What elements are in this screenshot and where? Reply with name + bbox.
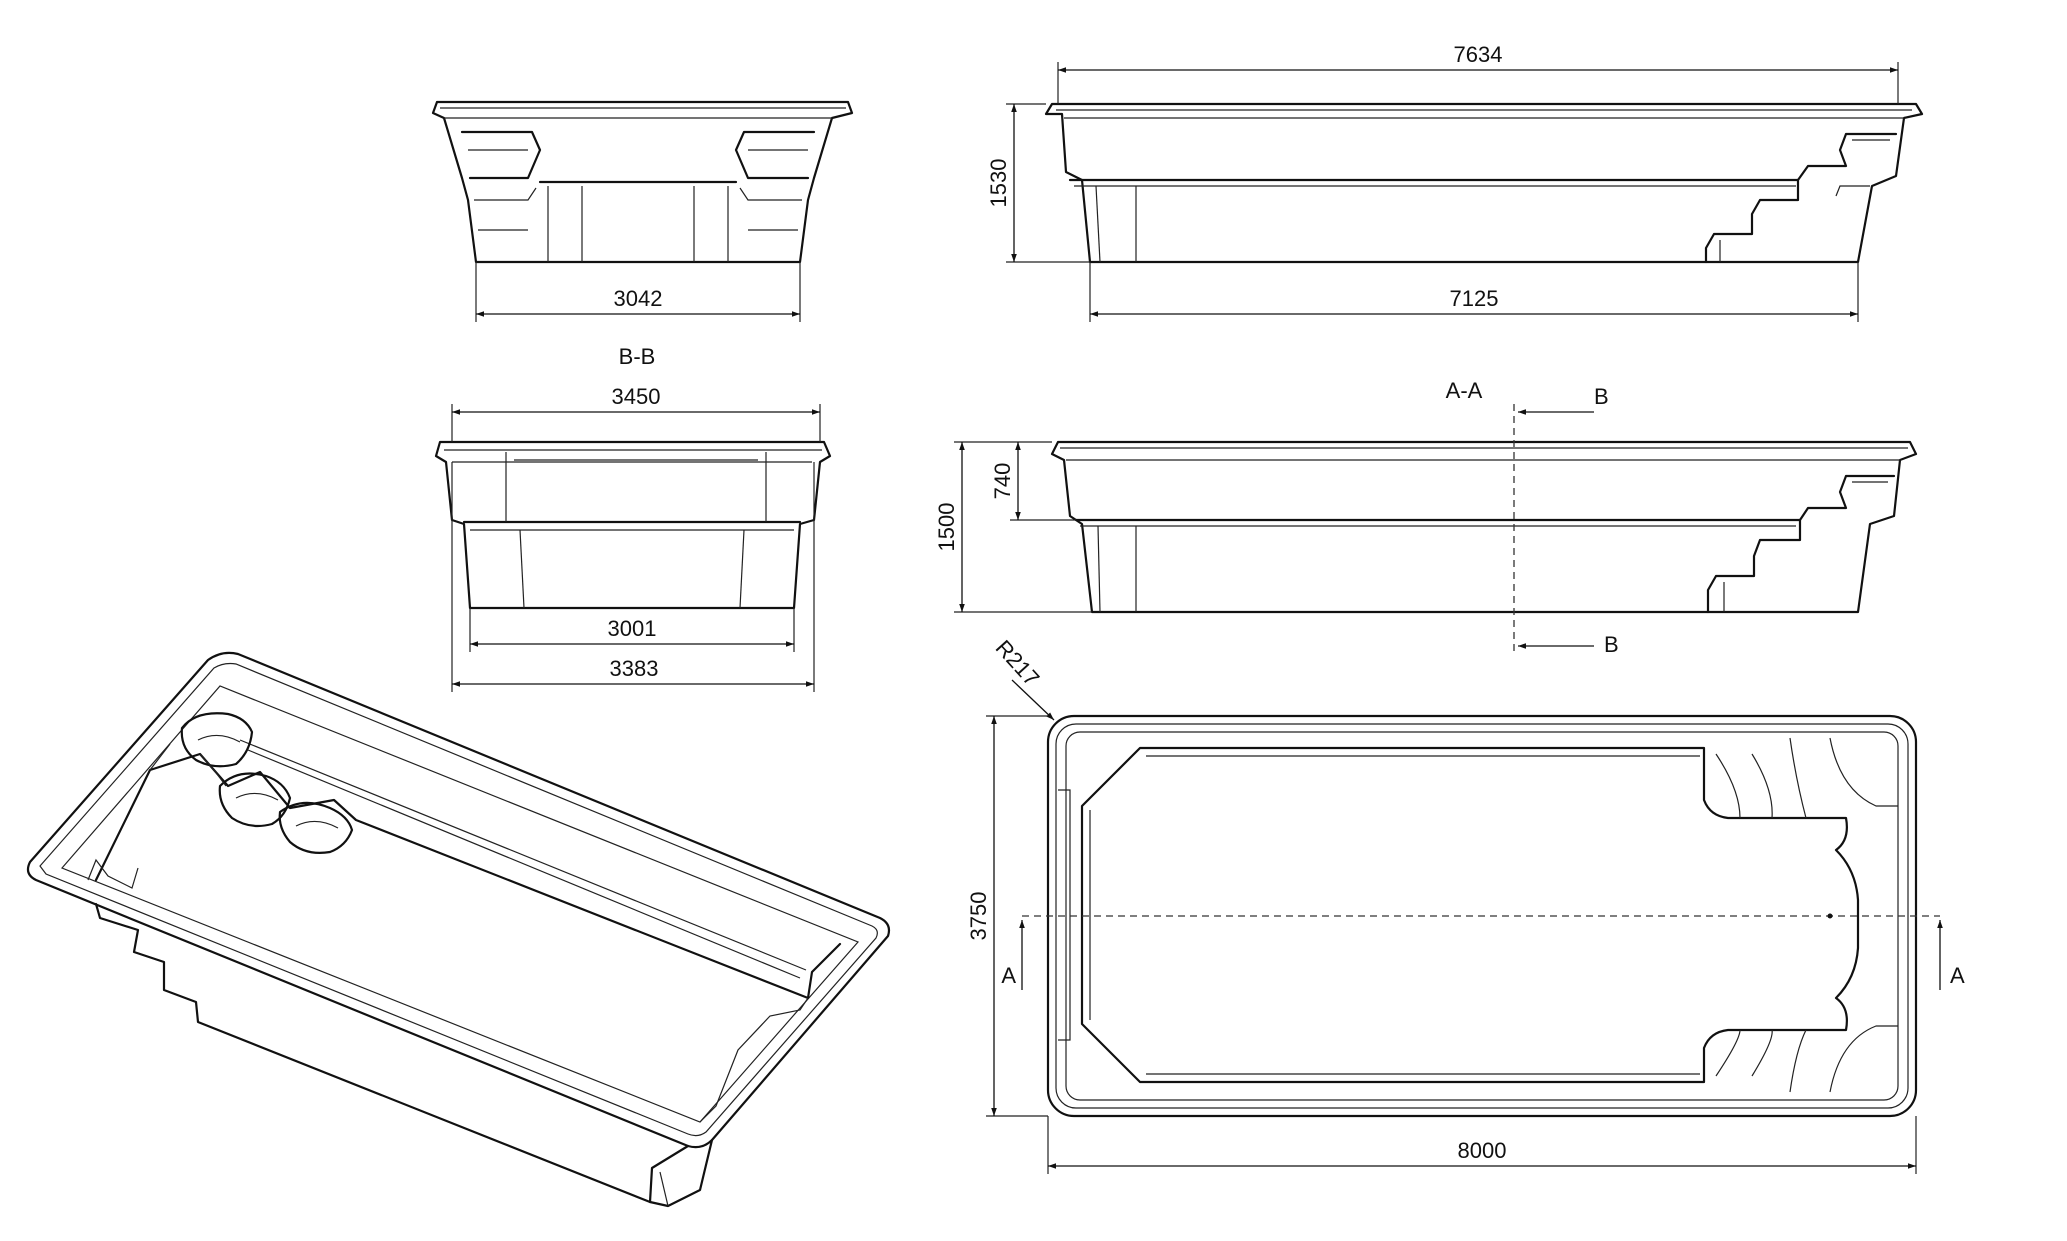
dim-plan-radius: R217 [991,635,1045,691]
section-bb: B-B 3450 3001 3383 [434,344,832,692]
side-view: 7634 1530 7125 [986,42,1924,322]
section-aa-label: A-A [1446,378,1483,403]
dim-aa-step-height: 740 [990,463,1015,500]
dim-side-top-height: 1530 [986,159,1011,208]
dim-plan-length: 8000 [1458,1138,1507,1163]
dim-side-top-length: 7634 [1454,42,1503,67]
end-view: 3042 [431,100,854,322]
section-b-lower-label: B [1604,632,1619,657]
dim-bb-overall-width: 3383 [610,656,659,681]
section-a-left-label: A [1001,963,1016,988]
section-aa: A-A B B 1500 740 [934,378,1918,657]
dim-aa-height: 1500 [934,503,959,552]
section-bb-label: B-B [619,344,656,369]
dim-side-top-bottom-length: 7125 [1450,286,1499,311]
isometric-view [26,651,891,1208]
dim-plan-width: 3750 [966,892,991,941]
plan-view: A A R217 3750 8000 [966,635,1965,1174]
section-b-upper-label: B [1594,384,1609,409]
dim-bb-top-width: 3450 [612,384,661,409]
section-a-right-label: A [1950,963,1965,988]
dim-bb-bottom-width: 3001 [608,616,657,641]
dim-end-top-width: 3042 [614,286,663,311]
